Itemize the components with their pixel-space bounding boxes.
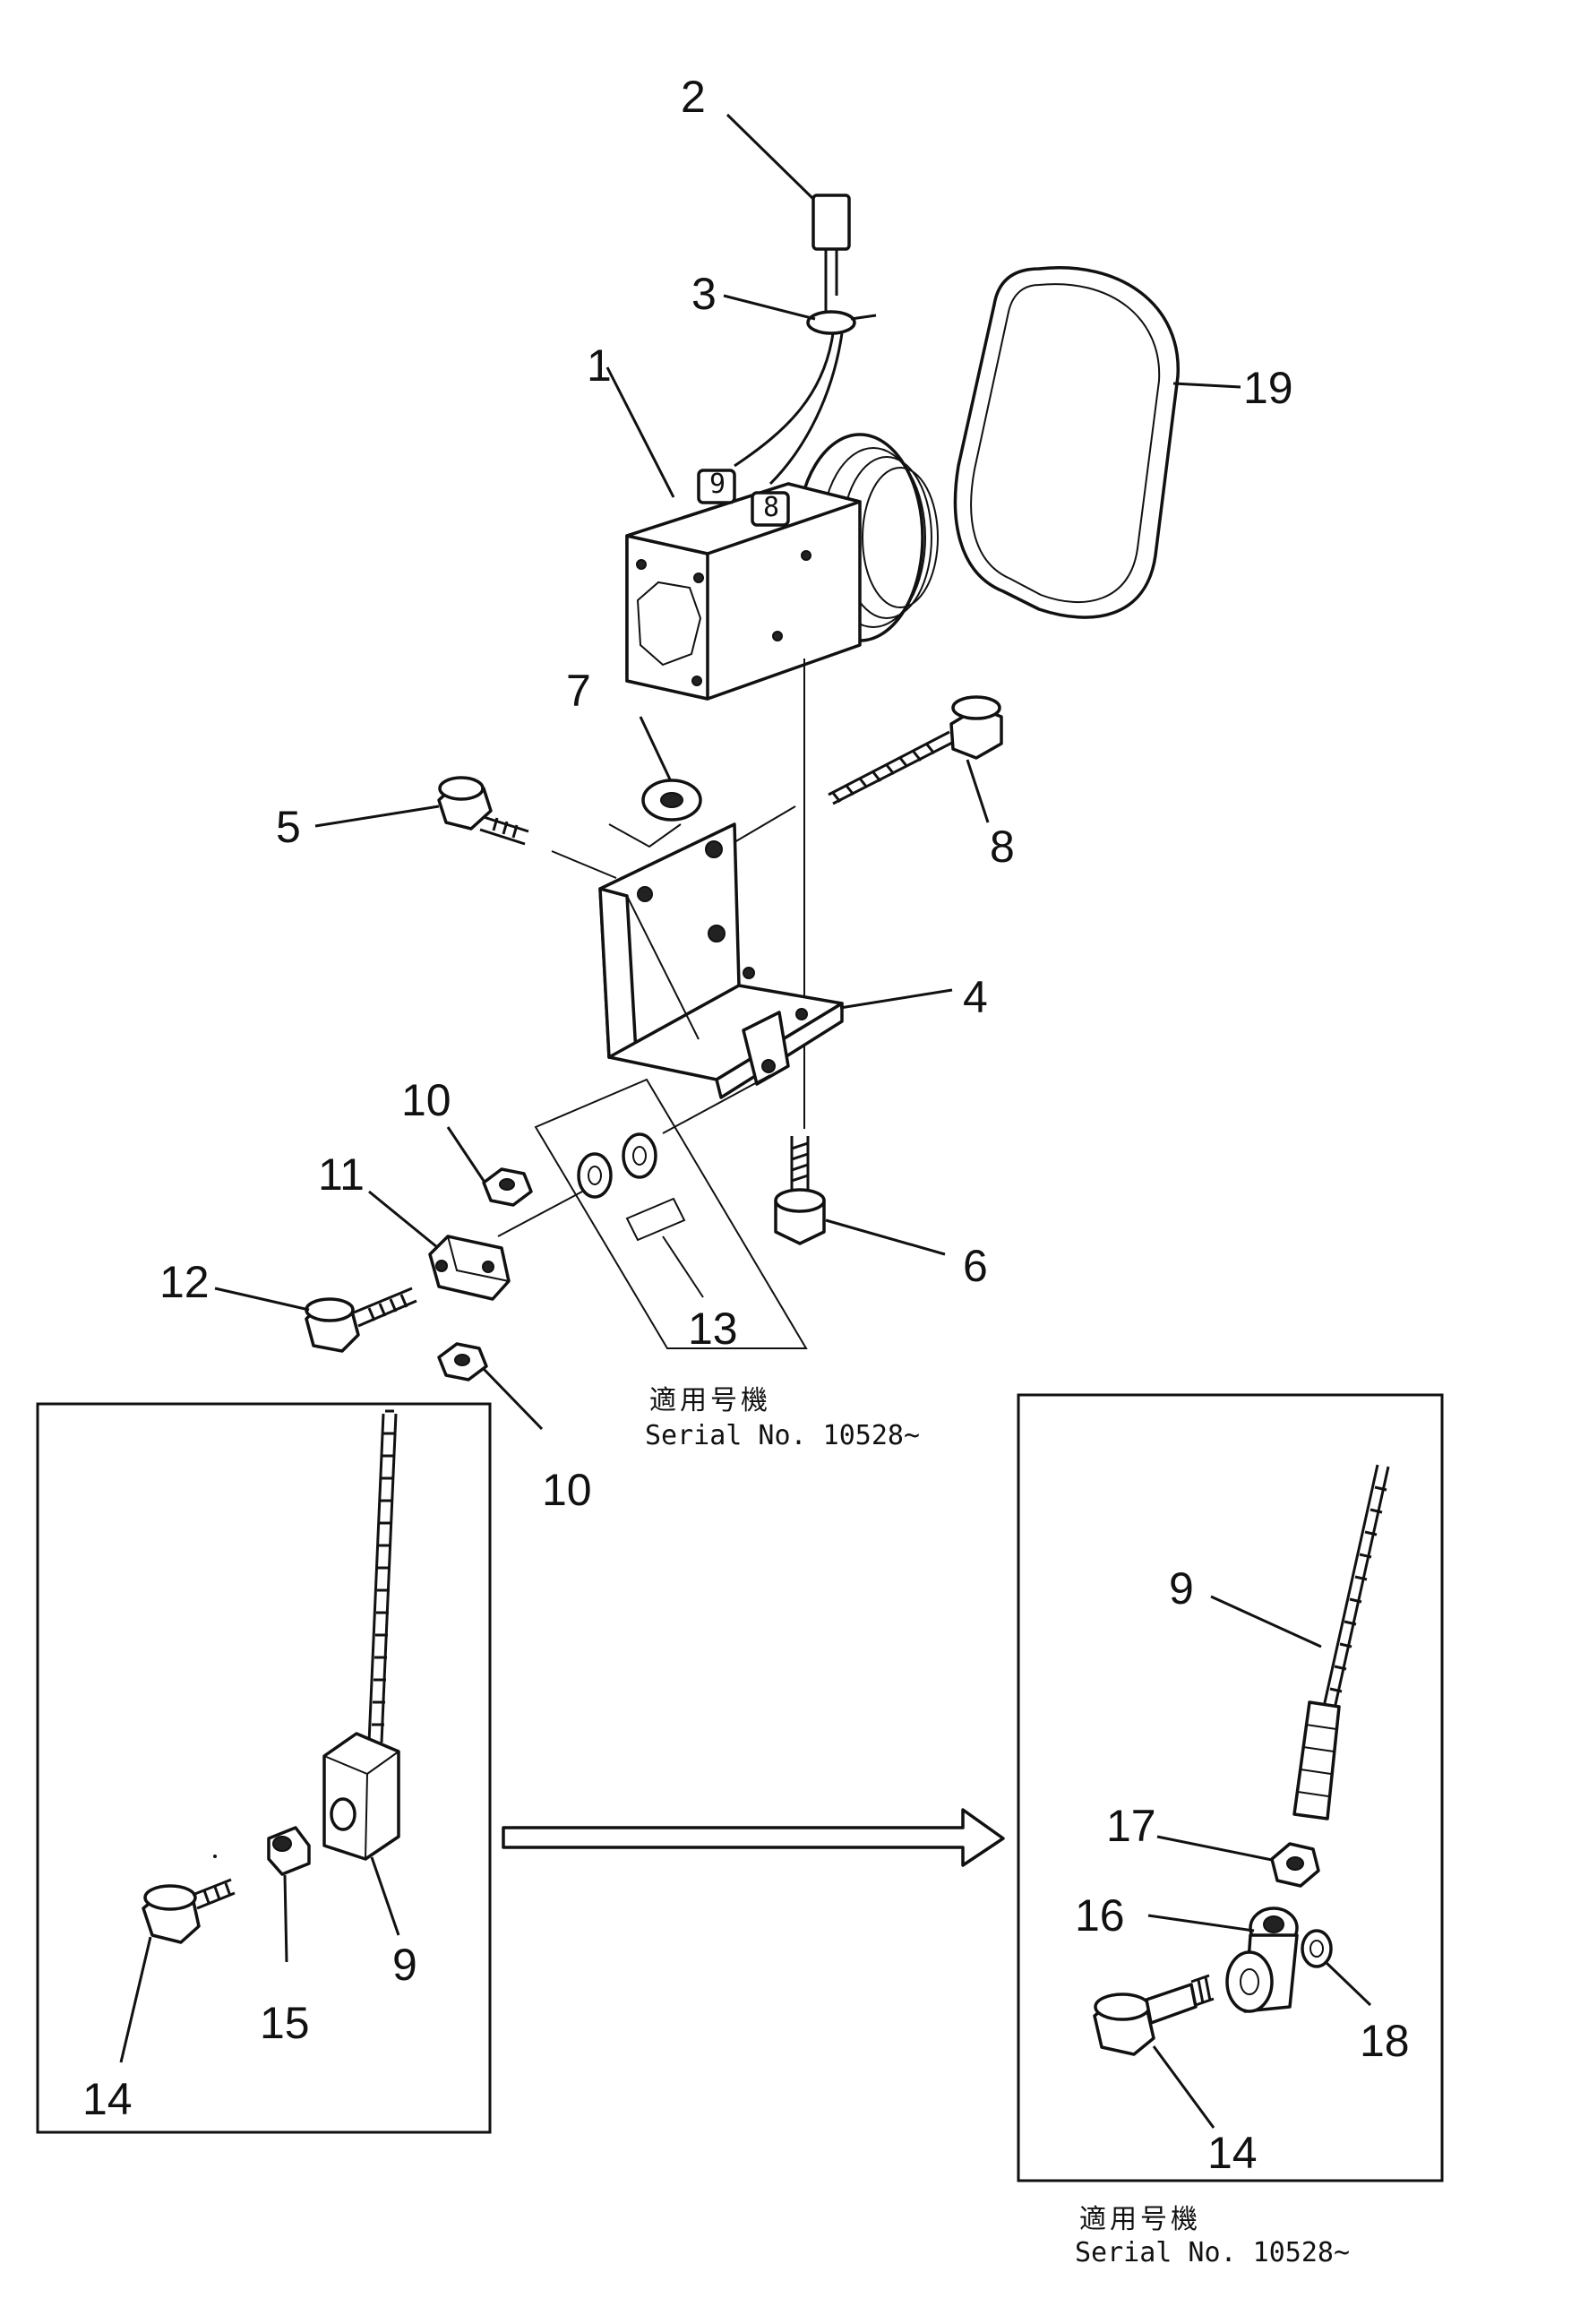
- part-19-belt: [953, 266, 1180, 619]
- part-7-spacer: [641, 779, 702, 822]
- part-4-bracket: [598, 822, 844, 1099]
- note-bottom-serial: Serial No. 10528~: [1075, 2237, 1350, 2268]
- part-8-long-bolt: [828, 695, 1003, 805]
- transition-arrow: [502, 1808, 1005, 1867]
- left-detail-box: [36, 1402, 492, 2134]
- label-left-15: 15: [260, 1998, 310, 2048]
- part-5-bolt: [437, 776, 529, 846]
- label-right-18: 18: [1360, 2016, 1410, 2066]
- harness-wire: [734, 332, 835, 468]
- label-part-12: 12: [159, 1257, 210, 1307]
- part-12-bolt: [305, 1287, 417, 1353]
- part-number-labels: 2 3 1 19 7 8 5 4 10 11 12 6 13 10 14 15 …: [82, 72, 1410, 2178]
- svg-text:8: 8: [763, 492, 779, 523]
- label-part-13: 13: [688, 1304, 738, 1354]
- label-part-7: 7: [566, 666, 591, 716]
- part-3-clip: [806, 296, 877, 335]
- label-part-2: 2: [681, 72, 706, 122]
- label-part-10-lower: 10: [542, 1465, 592, 1515]
- label-part-10-upper: 10: [401, 1075, 451, 1125]
- label-part-8: 8: [990, 822, 1015, 872]
- label-part-4: 4: [963, 972, 988, 1022]
- note-top-serial: Serial No. 10528~: [645, 1420, 920, 1451]
- label-part-6: 6: [963, 1241, 988, 1291]
- part-13-washer-box: [497, 1078, 808, 1349]
- label-right-16: 16: [1075, 1890, 1125, 1941]
- part-10-nut-upper: [482, 1167, 533, 1207]
- svg-text:9: 9: [709, 469, 726, 500]
- part-1-compressor: 9 8: [625, 433, 939, 701]
- serial-notes: 適用号機 Serial No. 10528~ 適用号機 Serial No. 1…: [645, 1385, 1350, 2268]
- part-2-connector: [811, 194, 851, 296]
- note-bottom-applicable: 適用号機: [1079, 2204, 1201, 2235]
- label-part-3: 3: [691, 269, 717, 319]
- note-top-applicable: 適用号機: [649, 1385, 771, 1416]
- label-left-9: 9: [392, 1940, 417, 1990]
- label-part-1: 1: [587, 340, 612, 391]
- label-part-19: 19: [1243, 363, 1293, 413]
- leader-lines: [119, 113, 1372, 2129]
- label-left-14: 14: [82, 2074, 133, 2124]
- right-detail-box: [1017, 1393, 1444, 2182]
- part-6-bolt: [774, 1136, 826, 1245]
- label-right-9: 9: [1169, 1563, 1194, 1614]
- label-part-5: 5: [276, 802, 301, 852]
- label-right-17: 17: [1106, 1801, 1156, 1851]
- label-part-11: 11: [318, 1149, 365, 1200]
- part-10-nut-lower: [437, 1342, 488, 1381]
- part-11-block: [428, 1235, 511, 1301]
- label-right-14: 14: [1207, 2128, 1258, 2178]
